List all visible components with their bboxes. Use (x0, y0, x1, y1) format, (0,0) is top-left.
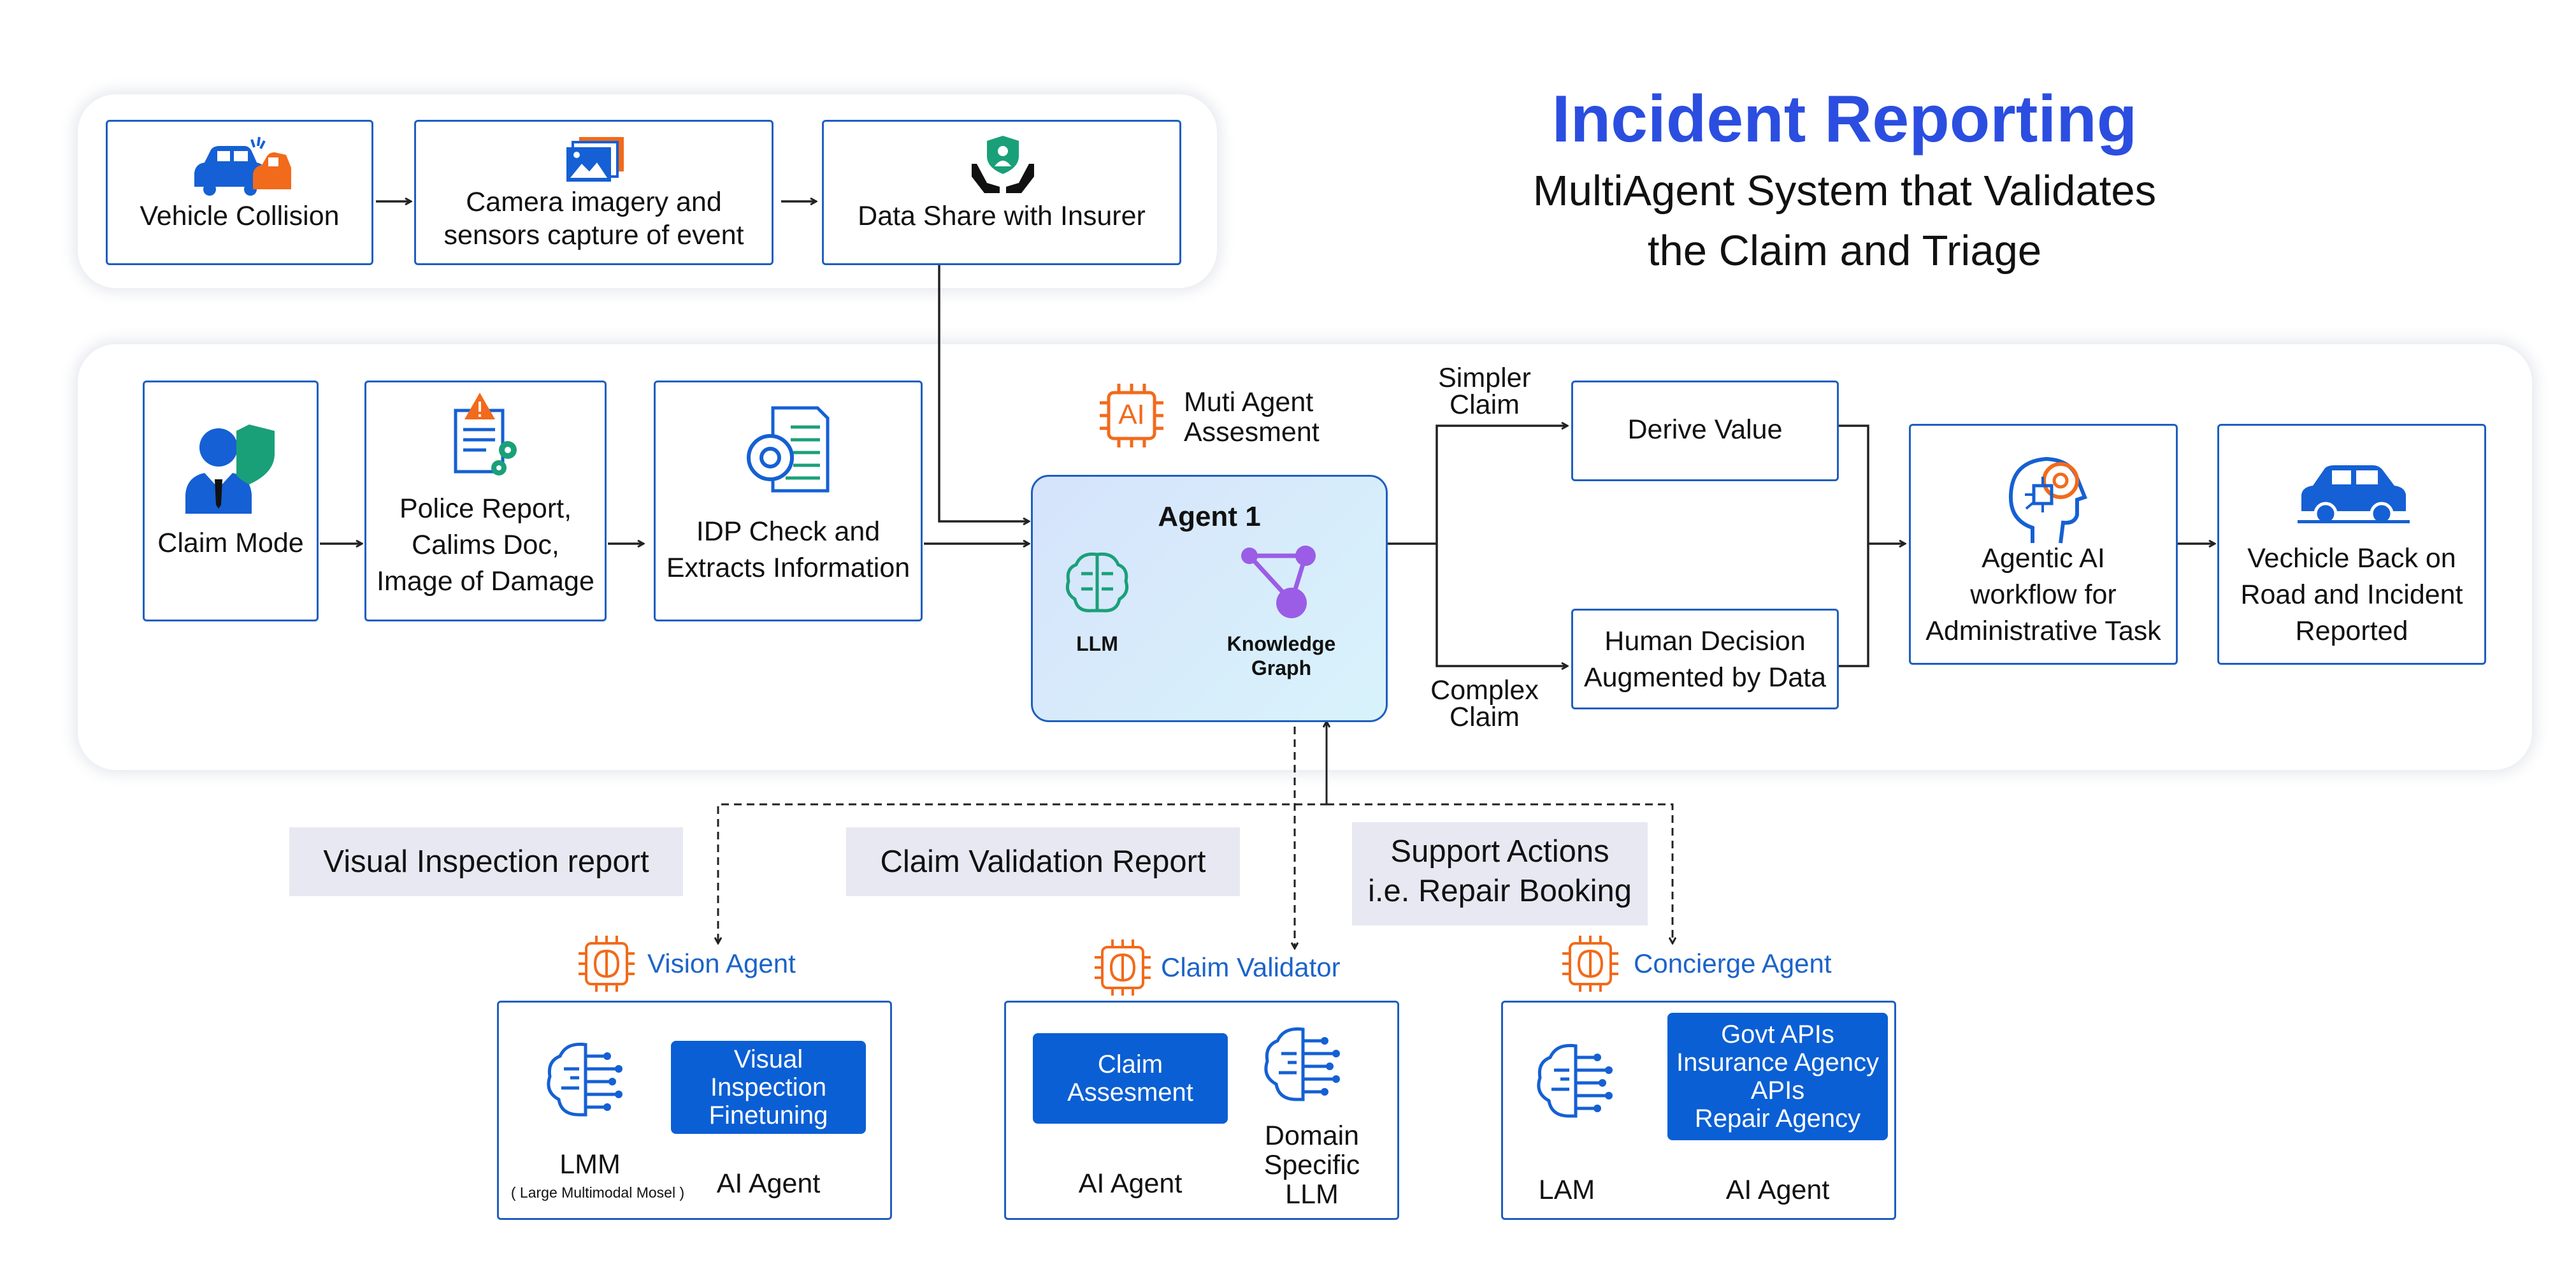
claim-validation-report: Claim Validation Report (846, 827, 1240, 896)
claim-validator-chip-icon (1095, 939, 1151, 996)
shield-hands-icon (972, 136, 1034, 193)
vif-button-line3: Finetuning (709, 1101, 828, 1129)
person-shield-icon (185, 424, 275, 514)
apis-button-line1: Govt APIs (1721, 1020, 1834, 1048)
derive-value-box: Derive Value (1571, 381, 1839, 481)
apis-button-line3: APIs (1750, 1077, 1805, 1105)
camera-box: Camera imagery and sensors capture of ev… (414, 120, 774, 265)
line-merge (1838, 424, 1869, 667)
vision-agent-name: Vision Agent (647, 948, 796, 978)
ca-button-line2: Assesment (1067, 1078, 1193, 1106)
vision-ai-agent-label: AI Agent (716, 1168, 821, 1199)
page-subtitle-line1: MultiAgent System that Validates (1532, 167, 2157, 215)
apis-button-line2: Insurance Agency (1676, 1048, 1879, 1077)
dash-to-concierge (1327, 803, 1673, 943)
brain-network-icon (547, 1042, 622, 1117)
visual-inspection-finetuning-button[interactable]: Visual Inspection Finetuning (671, 1041, 866, 1134)
simpler-claim-label-line1: Simpler (1438, 363, 1531, 393)
brain-circuit-icon (1065, 552, 1129, 613)
head-gear-icon (2008, 456, 2087, 544)
camera-label-line2: sensors capture of event (443, 220, 744, 250)
support-actions-report: Support Actions i.e. Repair Booking (1352, 822, 1648, 925)
page-title: Incident Reporting (1551, 82, 2138, 156)
agentic-label-line3: Administrative Task (1925, 616, 2161, 646)
claim-mode-box: Claim Mode (143, 381, 319, 621)
support-actions-line2: i.e. Repair Booking (1367, 874, 1632, 908)
llm-label: LLM (1076, 632, 1118, 655)
apis-button-line4: Repair Agency (1694, 1105, 1861, 1133)
validator-ai-agent-label: AI Agent (1078, 1168, 1183, 1199)
agentic-label-line2: workflow for (1970, 579, 2117, 610)
lam-label: LAM (1538, 1175, 1595, 1205)
complex-claim-label-line1: Complex (1430, 675, 1539, 706)
page-subtitle-line2: the Claim and Triage (1647, 227, 2042, 275)
domain-llm-line3: LLM (1285, 1179, 1339, 1210)
ai-chip-icon: AI (1096, 380, 1167, 451)
agent1-box: Agent 1 LLM Knowledge Graph (1031, 475, 1388, 722)
human-decision-box: Human Decision Augmented by Data (1571, 609, 1839, 709)
simpler-claim-label-line2: Claim (1450, 389, 1520, 420)
idp-label-line1: IDP Check and (696, 516, 881, 547)
concierge-agent-chip-icon (1562, 936, 1618, 992)
idp-label-line2: Extracts Information (666, 553, 910, 583)
arrow-complex (1436, 544, 1567, 666)
car-collision-icon (194, 136, 291, 196)
police-label-line2: Calims Doc, (412, 530, 559, 560)
claim-validator-box: Claim Assesment AI Agent Domain Specific… (1004, 1001, 1399, 1220)
support-actions-line1: Support Actions (1390, 834, 1609, 869)
vif-button-line1: Visual (733, 1045, 803, 1073)
multi-agent-label-line2: Assesment (1184, 417, 1320, 447)
vehicle-back-box: Vechicle Back on Road and Incident Repor… (2217, 424, 2486, 665)
ai-chip-label: AI (1118, 399, 1145, 430)
claim-validator-name: Claim Validator (1161, 952, 1341, 982)
data-share-label: Data Share with Insurer (858, 201, 1146, 231)
human-decision-line2: Augmented by Data (1583, 662, 1827, 693)
ca-button-line1: Claim (1097, 1050, 1163, 1078)
kg-label-line1: Knowledge (1227, 632, 1336, 655)
document-gear-icon (747, 406, 830, 493)
human-decision-line1: Human Decision (1604, 626, 1806, 656)
document-gears-icon (454, 393, 517, 475)
vif-button-line2: Inspection (710, 1073, 827, 1101)
claim-mode-label: Claim Mode (157, 528, 304, 558)
complex-claim-label-line2: Claim (1450, 702, 1520, 732)
police-label-line1: Police Report, (399, 493, 572, 524)
concierge-agent-name: Concierge Agent (1634, 948, 1832, 978)
data-share-box: Data Share with Insurer (822, 120, 1181, 265)
lmm-note: ( Large Multimodal Mosel ) (510, 1184, 685, 1201)
vision-agent-chip-icon (579, 936, 635, 992)
agent1-title: Agent 1 (1158, 501, 1261, 532)
idp-check-box: IDP Check and Extracts Information (654, 381, 923, 621)
claim-assessment-button[interactable]: Claim Assesment (1033, 1033, 1228, 1124)
vehicle-back-line2: Road and Incident (2240, 579, 2463, 610)
vision-agent-box: LMM ( Large Multimodal Mosel ) Visual In… (497, 1001, 892, 1220)
camera-label-line1: Camera imagery and (466, 187, 722, 217)
apis-button[interactable]: Govt APIs Insurance Agency APIs Repair A… (1667, 1013, 1888, 1140)
police-report-box: Police Report, Calims Doc, Image of Dama… (364, 381, 607, 621)
domain-llm-line2: Specific (1263, 1150, 1360, 1180)
knowledge-graph-icon (1241, 546, 1316, 618)
derive-value-label: Derive Value (1627, 414, 1783, 445)
brain-network-icon (1537, 1043, 1613, 1118)
brain-network-icon (1264, 1027, 1340, 1101)
car-icon (2298, 465, 2410, 526)
police-label-line3: Image of Damage (377, 566, 594, 597)
vehicle-collision-box: Vehicle Collision (106, 120, 373, 265)
agentic-ai-box: Agentic AI workflow for Administrative T… (1909, 424, 2178, 665)
lmm-label: LMM (559, 1149, 621, 1180)
agentic-label-line1: Agentic AI (1982, 543, 2105, 574)
kg-label-line2: Graph (1251, 656, 1312, 679)
concierge-agent-box: LAM Govt APIs Insurance Agency APIs Repa… (1501, 1001, 1896, 1220)
multi-agent-label-line1: Muti Agent (1184, 387, 1314, 417)
arrow-simpler (1436, 426, 1567, 544)
visual-inspection-report: Visual Inspection report (289, 827, 683, 896)
vehicle-back-line1: Vechicle Back on (2247, 543, 2456, 574)
arrow-datashare-agent (938, 265, 1029, 521)
domain-llm-line1: Domain (1264, 1120, 1360, 1151)
vehicle-collision-label: Vehicle Collision (140, 201, 340, 231)
image-gallery-icon (566, 137, 624, 182)
vehicle-back-line3: Reported (2295, 616, 2408, 646)
concierge-ai-agent-label: AI Agent (1725, 1175, 1830, 1205)
